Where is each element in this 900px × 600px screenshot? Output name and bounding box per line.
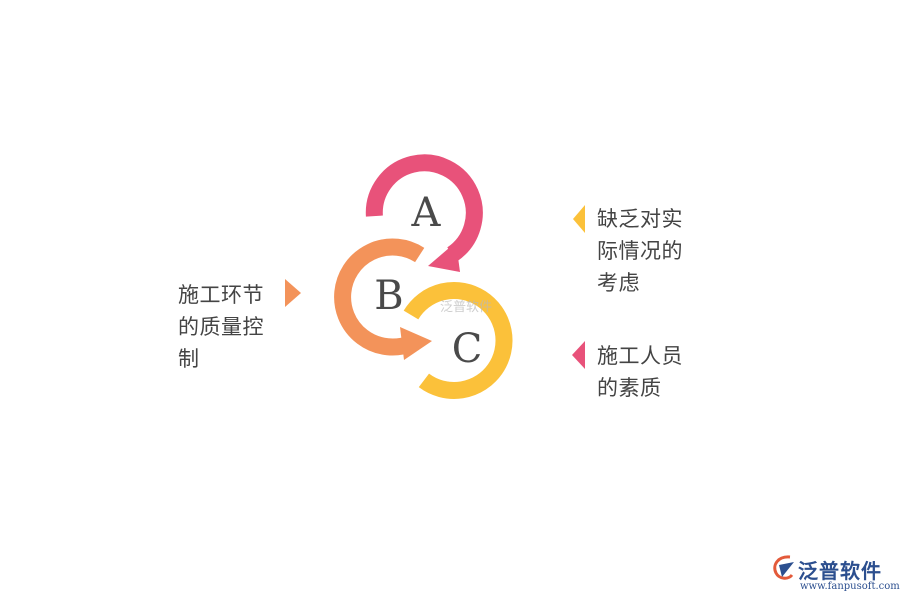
circle-c: C xyxy=(403,282,513,399)
arc-b xyxy=(334,238,425,356)
letter-b: B xyxy=(374,273,403,319)
arrowhead-a xyxy=(428,242,460,272)
letter-c: C xyxy=(452,326,483,372)
pointer-bottom-right xyxy=(572,341,585,369)
logo-name: 泛普软件 xyxy=(798,559,882,583)
logo-mark-icon xyxy=(773,555,794,580)
arc-a xyxy=(365,154,483,262)
label-construction-quality-control: 施工环节的质量控制 xyxy=(178,283,264,371)
letter-a: A xyxy=(411,190,442,236)
label-lack-of-practical-consideration: 缺乏对实际情况的考虑 xyxy=(597,207,683,295)
watermark-text: 泛普软件 xyxy=(440,300,493,315)
pointer-top-right xyxy=(573,205,585,233)
circle-a: A xyxy=(365,154,483,272)
logo-url: www.fanpusoft.com xyxy=(800,581,900,592)
pointer-left xyxy=(285,279,301,307)
arrowhead-b xyxy=(400,327,432,360)
brand-logo: 泛普软件 www.fanpusoft.com xyxy=(770,553,900,597)
arc-c xyxy=(403,282,513,399)
circle-b: B xyxy=(334,238,432,360)
label-worker-quality: 施工人员的素质 xyxy=(597,344,683,400)
